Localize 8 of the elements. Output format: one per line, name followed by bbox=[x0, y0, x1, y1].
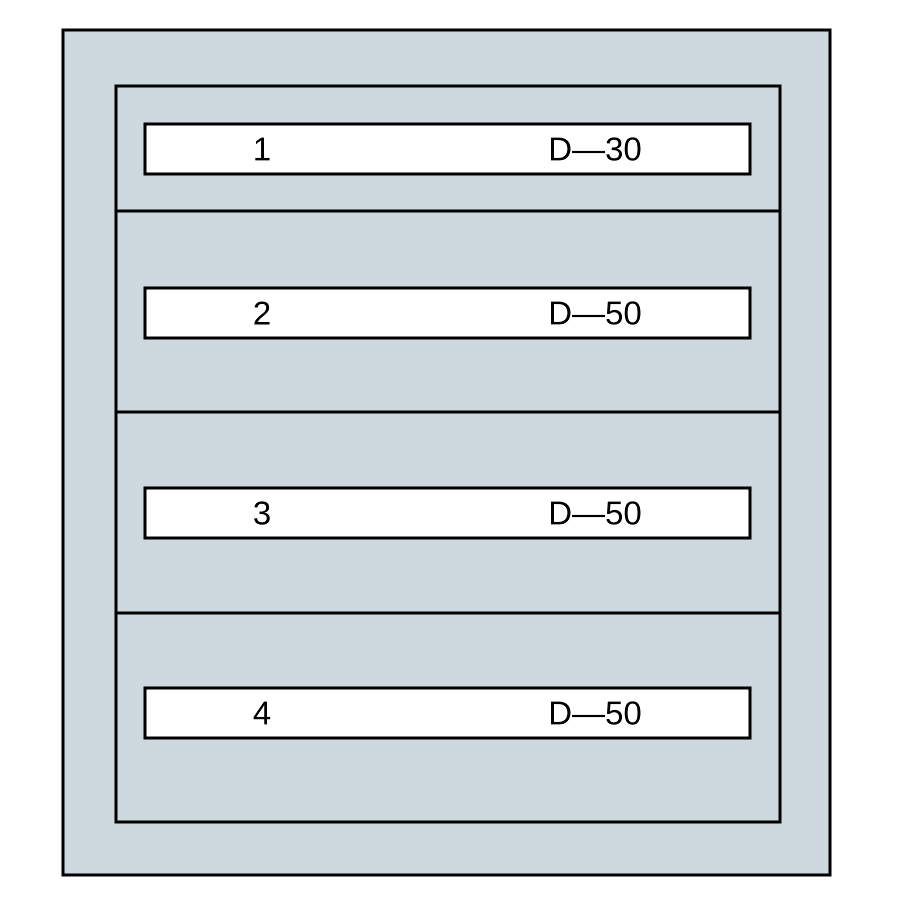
drawer bbox=[114, 410, 782, 614]
label-strip: 2 D—50 bbox=[144, 286, 752, 340]
drawer bbox=[114, 210, 782, 414]
label-strip: 3 D—50 bbox=[144, 486, 752, 540]
label-strip: 1 D—30 bbox=[144, 122, 752, 176]
drawer bbox=[114, 612, 782, 824]
label-strip: 4 D—50 bbox=[144, 686, 752, 740]
drawer bbox=[114, 84, 782, 212]
